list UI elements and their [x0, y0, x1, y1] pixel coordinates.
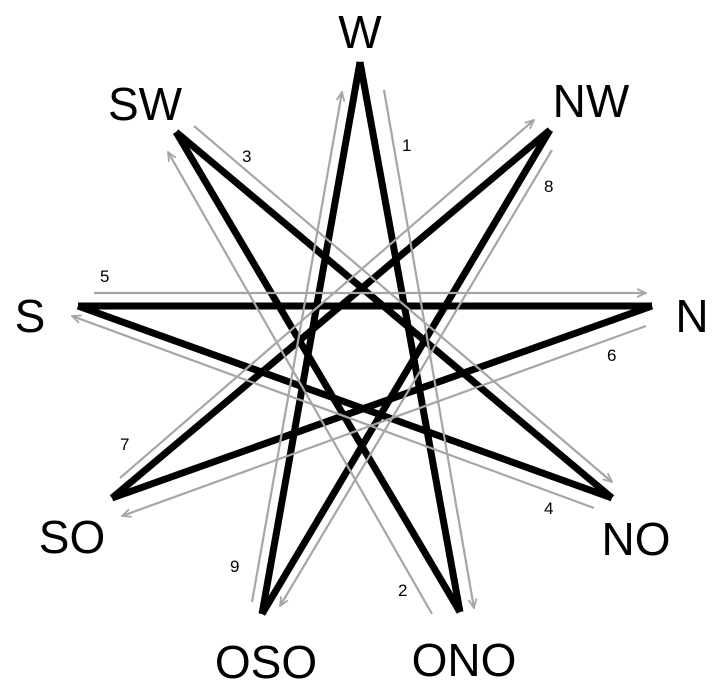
point-labels: W NW N NO ONO OSO SO S SW	[15, 6, 709, 688]
arrow-7	[119, 120, 534, 479]
step-label-4: 4	[544, 499, 553, 518]
star-line-n-so	[110, 302, 654, 502]
step-labels: 1 2 3 4 5 6 7 8 9	[100, 136, 616, 600]
point-label-so: SO	[39, 511, 105, 563]
point-label-nw: NW	[553, 75, 630, 127]
arrow-2	[168, 152, 433, 615]
step-label-5: 5	[100, 267, 109, 286]
arrow-3	[193, 125, 612, 482]
step-label-9: 9	[230, 557, 239, 576]
star-line-so-nw	[109, 127, 553, 501]
step-label-1: 1	[402, 136, 411, 155]
step-label-8: 8	[544, 177, 553, 196]
point-label-s: S	[15, 290, 46, 342]
star-line-ono-sw	[172, 130, 464, 614]
point-label-w: W	[338, 6, 382, 58]
step-label-3: 3	[242, 147, 251, 166]
step-label-7: 7	[120, 435, 129, 454]
point-label-sw: SW	[108, 78, 183, 130]
arrow-4	[72, 316, 595, 510]
star-lines	[76, 61, 654, 616]
step-label-6: 6	[607, 346, 616, 365]
star-line-sw-no	[173, 129, 615, 501]
point-label-no: NO	[602, 513, 671, 565]
point-label-n: N	[675, 290, 708, 342]
star-line-w-ono	[356, 61, 464, 613]
star-line-no-s	[76, 302, 614, 502]
arrow-1	[382, 89, 474, 608]
point-label-ono: ONO	[412, 634, 517, 686]
step-label-2: 2	[398, 581, 407, 600]
arrow-9	[250, 92, 342, 603]
direction-arrows	[72, 89, 647, 615]
arrow-8	[280, 149, 553, 606]
arrow-6	[122, 324, 647, 516]
point-label-oso: OSO	[215, 636, 317, 688]
star-line-oso-w	[258, 61, 364, 615]
star-line-nw-oso	[258, 128, 554, 616]
